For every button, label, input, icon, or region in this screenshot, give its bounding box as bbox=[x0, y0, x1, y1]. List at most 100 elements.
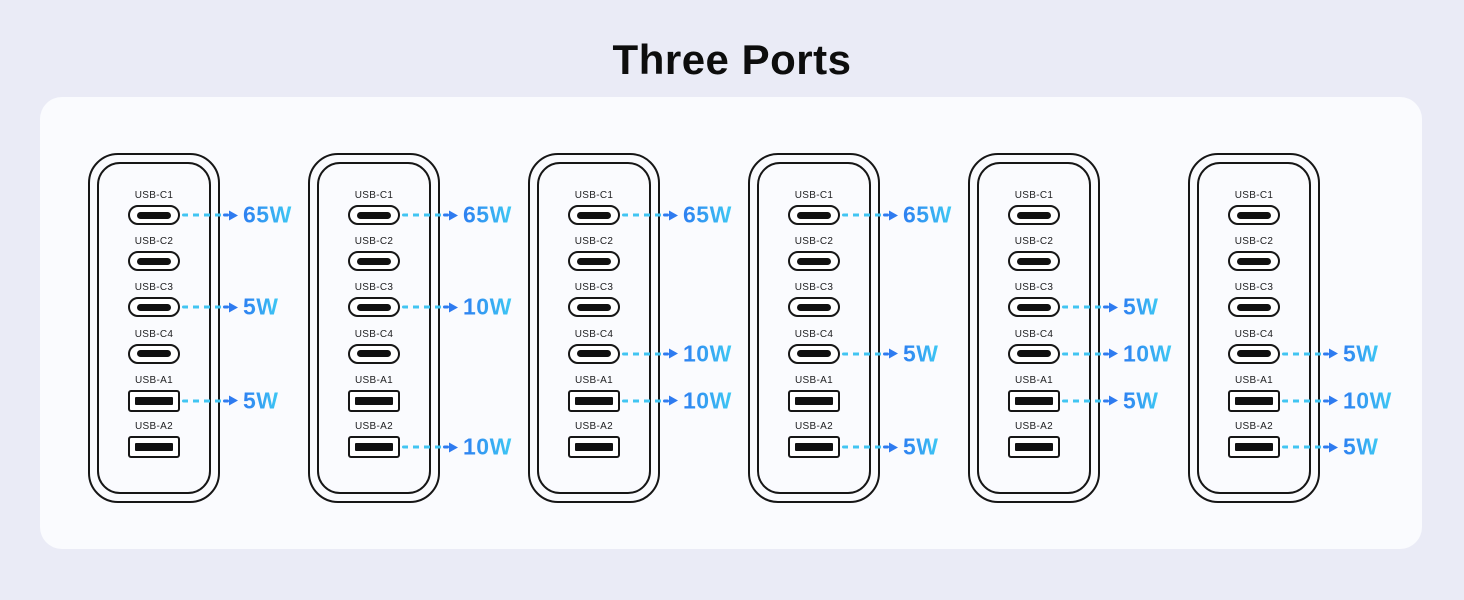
wattage-value: 65W bbox=[463, 201, 512, 228]
arrowhead-icon bbox=[663, 349, 678, 359]
usb-c-port bbox=[568, 205, 620, 225]
port-pin bbox=[135, 443, 173, 451]
port-pin bbox=[1237, 211, 1271, 219]
usb-a-port bbox=[348, 436, 400, 458]
dashed-line bbox=[1282, 445, 1322, 449]
usb-c-port bbox=[788, 343, 840, 364]
wattage-annotation: 5W bbox=[182, 295, 279, 319]
port-pin bbox=[795, 443, 833, 451]
port-label: USB-A2 bbox=[355, 421, 393, 432]
port-pin bbox=[357, 211, 391, 219]
usb-a-port bbox=[788, 389, 840, 412]
port-label: USB-A2 bbox=[795, 421, 833, 432]
port-row: USB-C3 bbox=[1190, 281, 1318, 318]
wattage-annotation: 10W bbox=[622, 389, 732, 412]
wattage-annotation: 5W bbox=[842, 433, 939, 460]
port-pin bbox=[137, 350, 171, 358]
usb-a-port bbox=[788, 436, 840, 458]
dashed-line bbox=[622, 399, 662, 403]
usb-c-port bbox=[128, 297, 180, 318]
arrowhead-icon bbox=[1103, 396, 1118, 406]
dashed-line bbox=[182, 399, 222, 403]
wattage-value: 10W bbox=[1343, 387, 1392, 414]
port-row: USB-A1 bbox=[310, 374, 438, 412]
port-row: USB-A1 5W bbox=[970, 374, 1158, 412]
arrowhead-icon bbox=[223, 302, 238, 312]
arrowhead-icon bbox=[663, 210, 678, 220]
port-label: USB-C1 bbox=[1014, 190, 1054, 201]
port-label: USB-C3 bbox=[134, 282, 174, 294]
wattage-value: 65W bbox=[683, 201, 732, 228]
wattage-value: 10W bbox=[683, 387, 732, 414]
port-pin bbox=[1015, 396, 1053, 405]
port-row: USB-C4 bbox=[90, 328, 218, 364]
wattage-annotation: 65W bbox=[402, 201, 512, 228]
port-pin bbox=[577, 350, 611, 358]
port-pin bbox=[1237, 257, 1271, 265]
port-label: USB-A2 bbox=[575, 421, 613, 432]
port-label: USB-C3 bbox=[574, 282, 614, 294]
usb-a-port bbox=[1008, 389, 1060, 412]
usb-c-port bbox=[128, 343, 180, 364]
port-row: USB-C2 bbox=[1190, 235, 1318, 272]
port-pin bbox=[795, 396, 833, 405]
wattage-annotation: 10W bbox=[402, 435, 512, 459]
usb-c-port bbox=[128, 251, 180, 272]
wattage-value: 5W bbox=[1123, 293, 1159, 320]
port-label: USB-C1 bbox=[1234, 190, 1274, 201]
usb-c-port bbox=[1008, 251, 1060, 272]
port-pin bbox=[137, 257, 171, 265]
port-row: USB-A2 bbox=[970, 420, 1098, 458]
dashed-line bbox=[402, 445, 442, 449]
port-pin bbox=[575, 443, 613, 451]
port-label: USB-C4 bbox=[1014, 328, 1054, 340]
port-label: USB-C3 bbox=[1234, 282, 1274, 294]
port-pin bbox=[577, 211, 611, 219]
port-row: USB-C3 bbox=[750, 281, 878, 318]
dashed-line bbox=[1282, 399, 1322, 403]
wattage-value: 65W bbox=[903, 201, 952, 228]
port-label: USB-A2 bbox=[1235, 421, 1273, 432]
port-row: USB-C2 bbox=[310, 235, 438, 272]
arrowhead-icon bbox=[223, 396, 238, 406]
port-label: USB-C1 bbox=[574, 190, 614, 201]
port-label: USB-C2 bbox=[574, 236, 614, 248]
dashed-line bbox=[182, 213, 222, 217]
port-label: USB-C1 bbox=[794, 190, 834, 201]
port-row: USB-C1 65W bbox=[750, 189, 951, 226]
usb-a-port bbox=[128, 436, 180, 458]
dashed-line bbox=[1062, 399, 1102, 403]
port-pin bbox=[1235, 396, 1273, 405]
dashed-line bbox=[1062, 352, 1102, 356]
arrowhead-icon bbox=[1323, 396, 1338, 406]
port-row: USB-C3 bbox=[530, 281, 658, 318]
usb-c-port bbox=[568, 251, 620, 272]
port-row: USB-A2 5W bbox=[1190, 420, 1378, 458]
port-label: USB-A1 bbox=[575, 374, 613, 386]
port-label: USB-A2 bbox=[135, 421, 173, 432]
usb-c-port bbox=[348, 205, 400, 225]
wattage-annotation: 5W bbox=[1062, 389, 1159, 412]
port-row: USB-A2 bbox=[90, 420, 218, 458]
port-label: USB-A1 bbox=[1015, 374, 1053, 386]
arrowhead-icon bbox=[443, 210, 458, 220]
port-pin bbox=[135, 396, 173, 405]
wattage-value: 10W bbox=[1123, 340, 1172, 367]
port-pin bbox=[1237, 350, 1271, 358]
wattage-value: 5W bbox=[903, 433, 939, 460]
dashed-line bbox=[402, 305, 442, 309]
wattage-value: 5W bbox=[1343, 433, 1379, 460]
usb-a-port bbox=[1228, 389, 1280, 412]
port-pin bbox=[1237, 303, 1271, 311]
arrowhead-icon bbox=[883, 210, 898, 220]
port-label: USB-C2 bbox=[354, 236, 394, 248]
port-label: USB-A2 bbox=[1015, 421, 1053, 432]
